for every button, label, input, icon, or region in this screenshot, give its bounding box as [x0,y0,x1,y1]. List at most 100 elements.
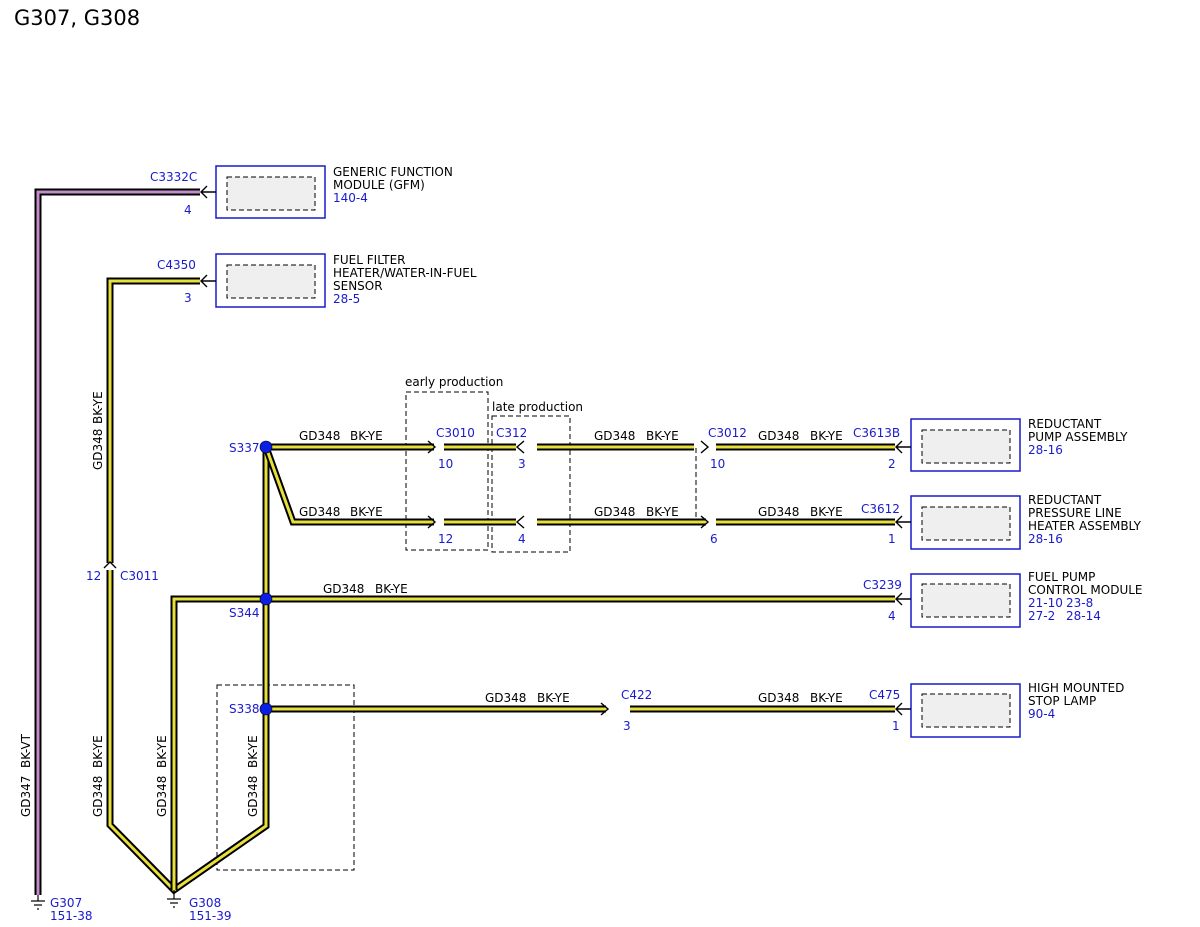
wire-gd348-group [106,277,895,895]
connector-c3010: C3010 [436,426,475,440]
ground-g307-label: G307 [50,896,82,910]
fuel-filter-ref: 28-5 [333,292,360,306]
wire-color-label: BK-YE [91,391,105,424]
wire-color-label: BK-YE [350,429,383,443]
reductant-pump-name: REDUCTANT [1028,417,1102,431]
wire-label: GD348 [323,582,364,596]
wire-label: GD348 [758,505,799,519]
early-production-region [405,391,489,551]
connector-c422: C422 [621,688,652,702]
wire-color-label: BK-YE [646,505,679,519]
wire-color-label: BK-YE [537,691,570,705]
reductant-heater-name: HEATER ASSEMBLY [1028,519,1142,533]
reductant-heater-name: REDUCTANT [1028,493,1102,507]
page-title: G307, G308 [14,6,141,30]
wire-color-label: BK-YE [810,505,843,519]
splice-s344 [259,592,273,606]
fuel-pump-ref: 23-8 [1066,596,1093,610]
connector-c3012: C3012 [708,426,747,440]
pin-label: 2 [888,457,896,471]
fuel-filter-name: SENSOR [333,279,383,293]
gfm-name: MODULE (GFM) [333,178,425,192]
ground-g308-icon [167,890,181,908]
reductant-heater-box [910,495,1021,550]
ground-g307-ref: 151-38 [50,909,93,923]
gfm-box [215,165,326,219]
pin-label: 4 [518,532,526,546]
splice-s338 [259,702,273,716]
reductant-pump-ref: 28-16 [1028,443,1063,457]
ground-g308-label: G308 [189,896,221,910]
wire-color-label: BK-YE [91,735,105,768]
connector-c3239: C3239 [863,578,902,592]
ground-g308-ref: 151-39 [189,909,232,923]
fuel-filter-name: HEATER/WATER-IN-FUEL [333,266,477,280]
fuel-filter-box [215,253,326,308]
wire-color-label: BK-YE [350,505,383,519]
wire-label: GD348 [758,429,799,443]
connector-c4350: C4350 [157,258,196,272]
fuel-pump-ref: 21-10 [1028,596,1063,610]
reductant-heater-name: PRESSURE LINE [1028,506,1122,520]
stop-lamp-name: HIGH MOUNTED [1028,681,1124,695]
connector-c312: C312 [496,426,527,440]
reductant-pump-box [910,418,1021,472]
wire-color-label: BK-YE [155,735,169,768]
wire-label: GD348 [155,776,169,817]
splice-s337 [259,440,273,454]
connector-c3613b: C3613B [853,426,900,440]
wire-label: GD348 [91,776,105,817]
wire-color-label: BK-VT [19,733,33,768]
ground-g307-icon [31,895,45,910]
wire-color-label: BK-YE [646,429,679,443]
pin-label: 12 [438,532,453,546]
pin-label: 3 [184,291,192,305]
wire-color-label: BK-YE [246,735,260,768]
wire-label: GD348 [594,505,635,519]
s337-label: S337 [229,441,260,455]
pin-label: 1 [892,719,900,733]
wire-label: GD347 [19,776,33,817]
wire-label: GD348 [299,505,340,519]
wire-label: GD348 [299,429,340,443]
wire-label: GD348 [246,776,260,817]
fuel-pump-name: CONTROL MODULE [1028,583,1143,597]
fuel-pump-ref: 27-2 [1028,609,1055,623]
stop-lamp-name: STOP LAMP [1028,694,1096,708]
connector-c3612: C3612 [861,502,900,516]
pin-label: 10 [710,457,725,471]
wire-label: GD348 [91,429,105,470]
connector-c3332c: C3332C [150,170,197,184]
late-production-label: late production [492,400,583,414]
pin-label: 1 [888,532,896,546]
early-production-label: early production [405,375,503,389]
wire-gd347 [34,188,200,895]
stop-lamp-box [910,683,1021,738]
s344-label: S344 [229,606,260,620]
fuel-pump-ref: 28-14 [1066,609,1101,623]
late-production-region [491,415,571,553]
wire-label: GD348 [485,691,526,705]
wire-label: GD348 [758,691,799,705]
fuel-pump-box [910,573,1021,628]
gfm-name: GENERIC FUNCTION [333,165,453,179]
connector-c3011: C3011 [120,569,159,583]
reductant-pump-name: PUMP ASSEMBLY [1028,430,1128,444]
wire-color-label: BK-YE [810,429,843,443]
fuel-pump-name: FUEL PUMP [1028,570,1095,584]
pin-label: 12 [86,569,101,583]
s338-label: S338 [229,702,260,716]
wire-color-label: BK-YE [375,582,408,596]
pin-label: 4 [888,609,896,623]
s338-region [216,684,355,871]
wire-label: GD348 [594,429,635,443]
pin-label: 3 [518,457,526,471]
pin-label: 10 [438,457,453,471]
pin-label: 3 [623,719,631,733]
pin-label: 6 [710,532,718,546]
connector-c475: C475 [869,688,900,702]
fuel-filter-name: FUEL FILTER [333,253,406,267]
stop-lamp-ref: 90-4 [1028,707,1055,721]
reductant-heater-ref: 28-16 [1028,532,1063,546]
